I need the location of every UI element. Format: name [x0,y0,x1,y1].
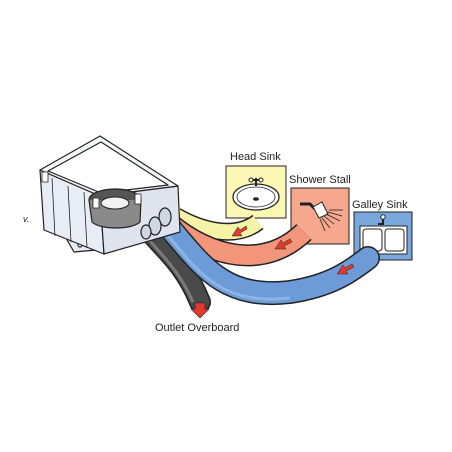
sump-box [39,135,181,255]
head-sink-hose [171,208,264,241]
shower-stall-label: Shower Stall [289,174,351,186]
head-sink-flow-arrow [231,225,248,237]
corner-mark: v. [23,214,30,224]
outlet-overboard-label: Outlet Overboard [155,322,240,334]
shower-flow-arrow [274,238,293,250]
outlet-flow-arrow [190,302,210,319]
galley-sink-label: Galley Sink [352,199,408,211]
head-sink-label: Head Sink [230,151,281,163]
head-sink-panel [225,165,287,219]
galley-flow-arrow [336,263,355,275]
